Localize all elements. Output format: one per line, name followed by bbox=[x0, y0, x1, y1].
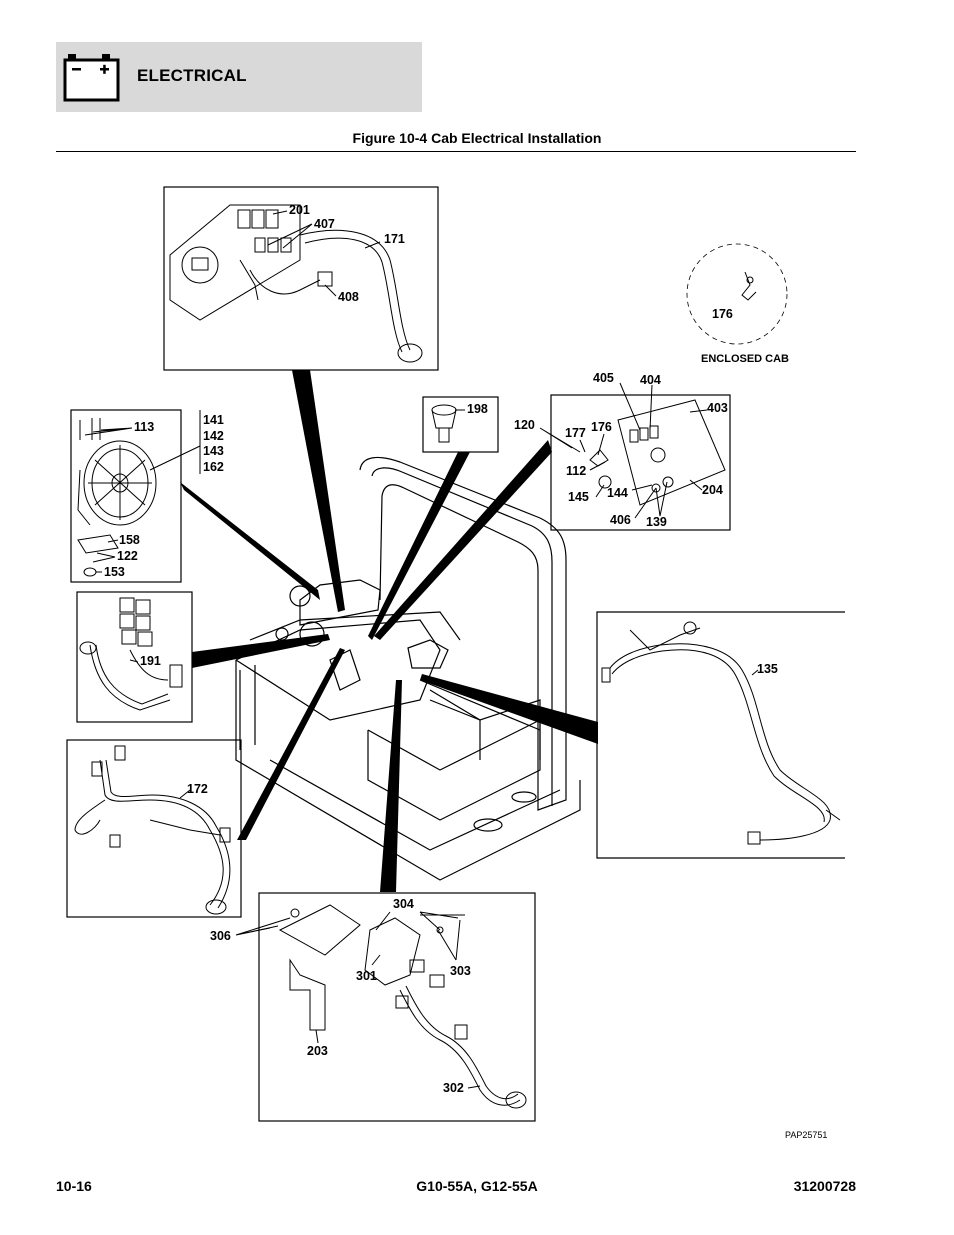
callout-302: 302 bbox=[443, 1081, 464, 1095]
callout-204: 204 bbox=[702, 483, 723, 497]
callout-112: 112 bbox=[566, 464, 586, 478]
model-numbers: G10-55A, G12-55A bbox=[416, 1178, 538, 1194]
relay-harness-art bbox=[79, 597, 183, 711]
fan-art bbox=[77, 418, 157, 577]
callout-144: 144 bbox=[607, 486, 628, 500]
leader-lines bbox=[84, 210, 759, 1089]
callout-120: 120 bbox=[514, 418, 535, 432]
switch-panel-art bbox=[589, 399, 726, 506]
document-number: 31200728 bbox=[793, 1178, 856, 1194]
image-code: PAP25751 bbox=[785, 1130, 827, 1140]
enclosed-cab-label: ENCLOSED CAB bbox=[701, 353, 789, 365]
knob-box bbox=[422, 396, 499, 453]
callout-135: 135 bbox=[757, 662, 778, 676]
console-harness-box bbox=[258, 892, 536, 1122]
callout-404: 404 bbox=[640, 373, 661, 387]
enclosed-cab-art bbox=[741, 271, 757, 301]
callout-301: 301 bbox=[356, 969, 377, 983]
fan-box bbox=[70, 409, 182, 583]
callout-171: 171 bbox=[384, 232, 405, 246]
callout-408: 408 bbox=[338, 290, 359, 304]
callout-303: 303 bbox=[450, 964, 471, 978]
switch-panel-box bbox=[550, 394, 731, 531]
callout-203: 203 bbox=[307, 1044, 328, 1058]
callout-141: 141 bbox=[203, 413, 224, 427]
figure-title: Figure 10-4 Cab Electrical Installation bbox=[352, 130, 602, 146]
knob-art bbox=[431, 404, 457, 443]
callout-139: 139 bbox=[646, 515, 667, 529]
callout-306: 306 bbox=[210, 929, 231, 943]
callout-403: 403 bbox=[707, 401, 728, 415]
dash-panel-box bbox=[163, 186, 439, 371]
dash-panel-art bbox=[169, 204, 423, 363]
callout-407: 407 bbox=[314, 217, 335, 231]
callout-158: 158 bbox=[119, 533, 140, 547]
callout-201: 201 bbox=[289, 203, 310, 217]
callout-145: 145 bbox=[568, 490, 589, 504]
callout-142: 142 bbox=[203, 429, 224, 443]
callout-113: 113 bbox=[134, 420, 154, 434]
harness-172-box bbox=[66, 739, 242, 918]
callout-304: 304 bbox=[393, 897, 414, 911]
callout-406: 406 bbox=[610, 513, 631, 527]
console-harness-art bbox=[278, 904, 527, 1109]
relay-harness-box bbox=[76, 591, 193, 723]
pointer-wedges bbox=[180, 370, 598, 892]
callout-177: 177 bbox=[565, 426, 586, 440]
harness-135-box bbox=[596, 611, 845, 859]
callout-172: 172 bbox=[187, 782, 208, 796]
callout-191: 191 bbox=[140, 654, 161, 668]
callout-143: 143 bbox=[203, 444, 224, 458]
callout-162: 162 bbox=[203, 460, 224, 474]
enclosed-cab-circle bbox=[686, 243, 788, 345]
callout-405: 405 bbox=[593, 371, 614, 385]
battery-icon bbox=[56, 46, 124, 108]
title-divider bbox=[56, 151, 856, 152]
callout-153: 153 bbox=[104, 565, 125, 579]
callout-122: 122 bbox=[117, 549, 138, 563]
section-title: ELECTRICAL bbox=[137, 66, 247, 85]
callout-198: 198 bbox=[467, 402, 488, 416]
harness-172-art bbox=[74, 745, 231, 915]
harness-135-art bbox=[601, 621, 841, 845]
cab-frame bbox=[235, 456, 581, 881]
callout-176-panel: 176 bbox=[591, 420, 612, 434]
callout-176-enclosed: 176 bbox=[712, 307, 733, 321]
page-number: 10-16 bbox=[56, 1178, 92, 1194]
